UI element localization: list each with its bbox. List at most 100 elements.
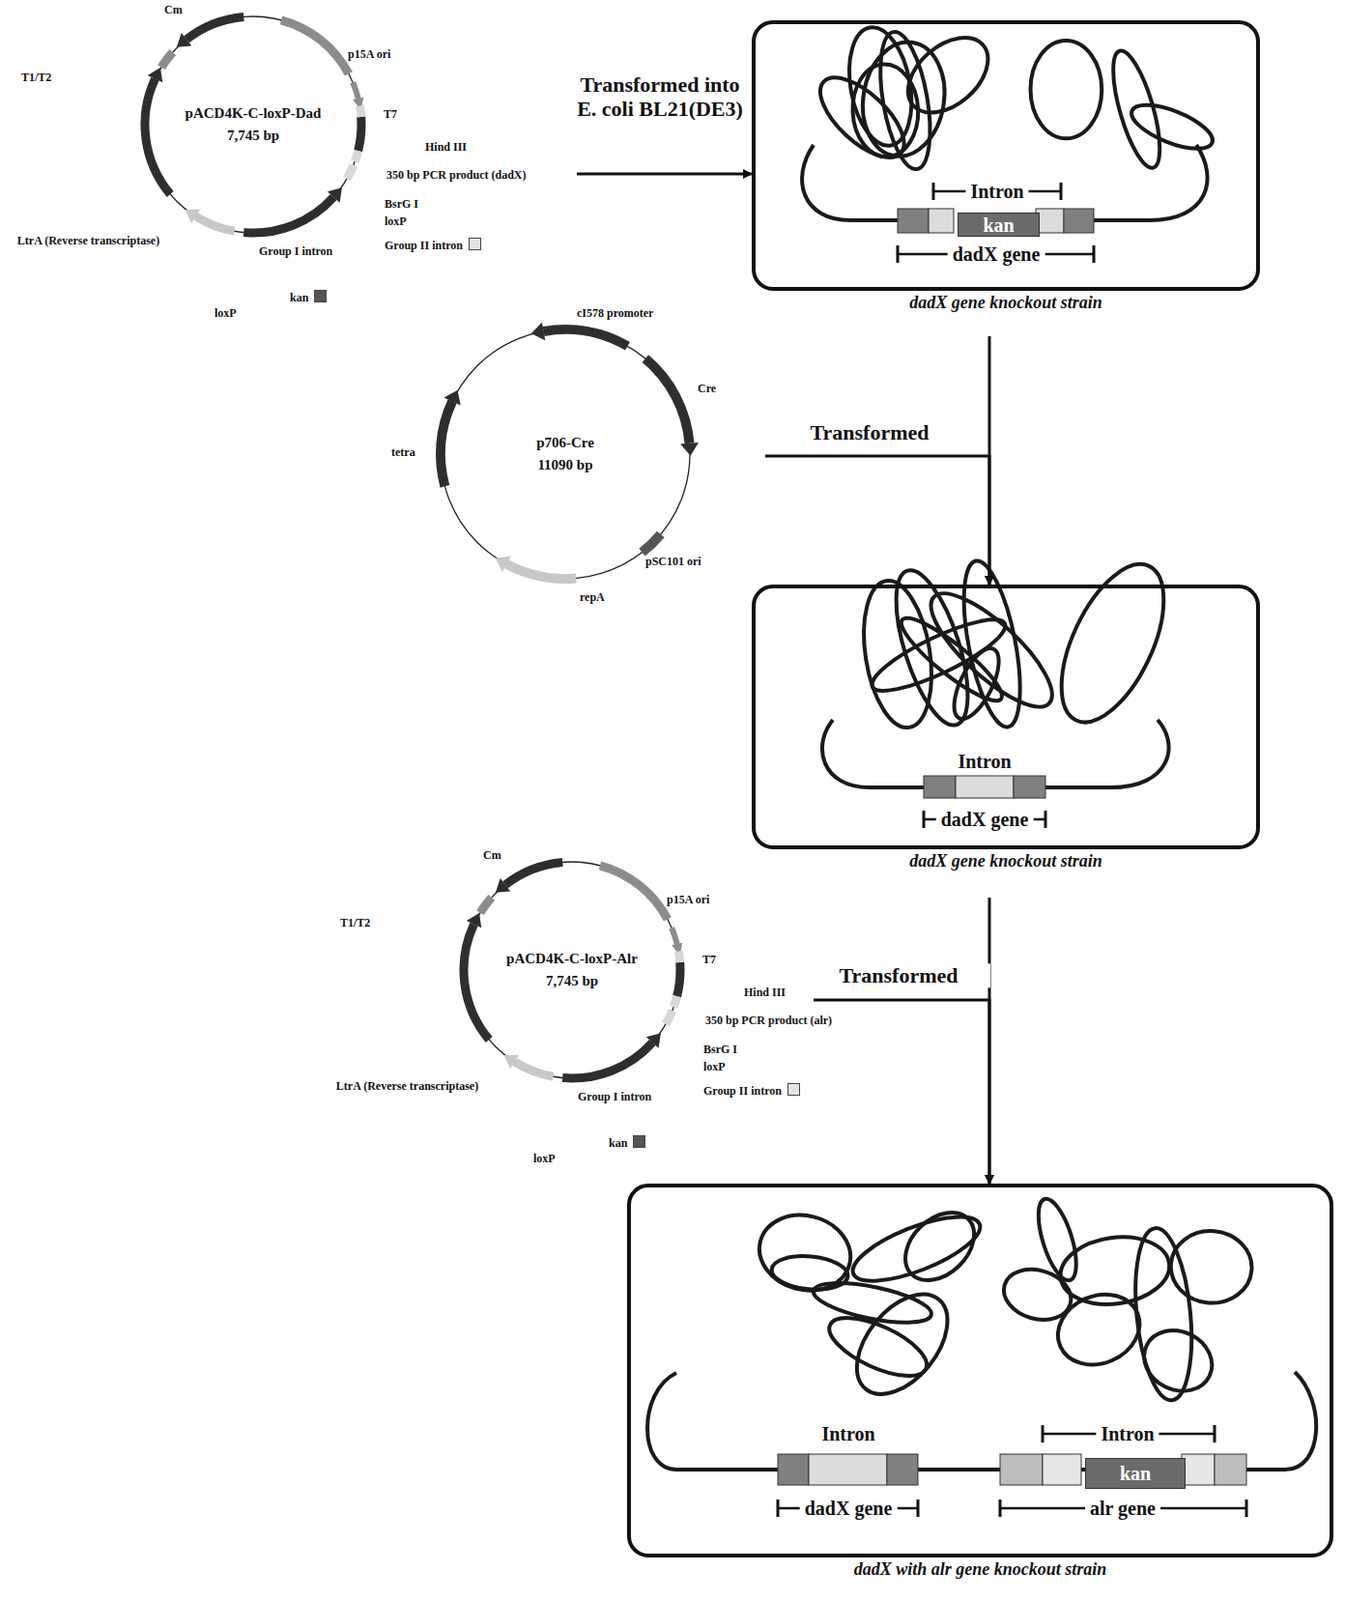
feature-label: Group I intron bbox=[258, 245, 333, 259]
plasmid-circle: pACD4K-C-loxP-Alr7,745 bp bbox=[463, 861, 681, 1079]
chromosome-loop bbox=[1040, 548, 1185, 738]
legend-text: Group II intron bbox=[384, 238, 463, 253]
plasmid-circle: pACD4K-C-loxP-Dad 7,745 bp bbox=[144, 16, 362, 233]
chromosome-loop bbox=[854, 575, 942, 733]
gene-label: dadX gene bbox=[936, 808, 1034, 830]
legend-item: kan bbox=[289, 289, 327, 306]
legend-text: kan bbox=[608, 1136, 628, 1150]
gene-segment bbox=[808, 1454, 888, 1486]
plasmid-feature bbox=[196, 216, 235, 231]
feature-label: 350 bp PCR product (dadX) bbox=[386, 169, 526, 183]
feature-label: T1/T2 bbox=[21, 71, 52, 86]
feature-label: loxP bbox=[384, 215, 407, 229]
plasmid-feature bbox=[359, 106, 361, 118]
plasmid-name: pACD4K-C-loxP-Alr bbox=[506, 950, 638, 968]
legend-item: Group II intron bbox=[384, 237, 482, 254]
feature-label: Hind III bbox=[425, 141, 467, 155]
gene-segment bbox=[928, 208, 954, 233]
gene-segment bbox=[1214, 1454, 1247, 1486]
gene-segment bbox=[923, 775, 956, 799]
feature-label: Cm bbox=[164, 3, 183, 18]
chromosome-line bbox=[1045, 719, 1170, 788]
feature-label: cI578 promoter bbox=[576, 307, 654, 321]
plasmid-arrowhead bbox=[531, 322, 545, 342]
plasmid-arrowhead bbox=[495, 878, 512, 893]
plasmid-feature bbox=[186, 16, 244, 39]
gene-segment bbox=[955, 775, 1014, 799]
legend-swatch bbox=[468, 237, 482, 251]
plasmid-feature bbox=[506, 564, 576, 579]
chromosome-line bbox=[801, 144, 898, 221]
gene-segment bbox=[1063, 208, 1094, 233]
plasmid-feature bbox=[543, 329, 629, 346]
bracket-tick bbox=[1213, 1425, 1217, 1443]
feature-label: LtrA (Reverse transcriptase) bbox=[322, 1080, 492, 1094]
chromosome-line bbox=[822, 719, 924, 788]
gene-segment bbox=[777, 1454, 809, 1486]
plasmid-feature bbox=[645, 358, 690, 444]
feature-label: Group I intron bbox=[577, 1090, 652, 1105]
gene-label: dadX gene bbox=[800, 1497, 898, 1519]
chromosome-loop bbox=[892, 607, 1011, 711]
cell-box: dadX with alr gene knockout strainkan bbox=[627, 1183, 1334, 1558]
plasmid-feature bbox=[671, 927, 678, 945]
plasmid-backbone bbox=[144, 16, 362, 233]
plasmid-arrowhead bbox=[504, 1055, 520, 1070]
kan-cassette: kan bbox=[957, 212, 1040, 237]
legend-text: Group II intron bbox=[703, 1084, 782, 1098]
gene-segment bbox=[1181, 1454, 1215, 1486]
chromosome-loop bbox=[845, 1203, 988, 1294]
feature-label: repA bbox=[579, 591, 605, 605]
gene-segment bbox=[1035, 208, 1064, 233]
edge-label: Transformed into E. coli BL21(DE3) bbox=[568, 72, 752, 122]
gene-segment bbox=[1000, 1454, 1043, 1486]
kan-label: kan bbox=[982, 215, 1014, 235]
chromosome-loop bbox=[893, 23, 1002, 128]
plasmid-feature bbox=[480, 897, 492, 914]
bracket-tick bbox=[1245, 1499, 1249, 1517]
legend-swatch bbox=[787, 1083, 801, 1096]
kan-label: kan bbox=[1119, 1463, 1151, 1484]
plasmid-map bbox=[144, 16, 362, 233]
feature-label: 350 bp PCR product (alr) bbox=[705, 1014, 832, 1029]
plasmid-map bbox=[440, 329, 690, 579]
plasmid-feature bbox=[281, 20, 349, 75]
plasmid-arrowhead bbox=[147, 67, 163, 83]
legend-item: kan bbox=[608, 1135, 646, 1151]
plasmid-arrowhead bbox=[443, 390, 460, 406]
chromosome-loop bbox=[838, 1277, 966, 1411]
plasmid-backbone bbox=[440, 329, 690, 579]
edge-label: Transformed bbox=[777, 420, 962, 445]
plasmid-feature bbox=[161, 52, 173, 68]
plasmid-feature bbox=[243, 197, 334, 233]
chromosome-line bbox=[1093, 144, 1208, 221]
plasmid-feature bbox=[358, 116, 362, 151]
bracket-tick bbox=[922, 810, 926, 829]
gene-label: Intron bbox=[816, 1423, 880, 1445]
plasmid-feature bbox=[600, 865, 668, 920]
gene-segment bbox=[1013, 775, 1046, 799]
strain-caption: dadX gene knockout strain bbox=[909, 292, 1103, 314]
plasmid-feature bbox=[665, 1010, 673, 1025]
strain-caption: dadX gene knockout strain bbox=[909, 851, 1103, 872]
bracket-tick bbox=[1059, 182, 1063, 201]
plasmid-name: pACD4K-C-loxP-Dad bbox=[185, 105, 322, 122]
plasmid-arrowhead bbox=[680, 442, 699, 457]
legend-swatch bbox=[632, 1135, 646, 1148]
bracket-tick bbox=[1044, 810, 1048, 829]
feature-label: LtrA (Reverse transcriptase) bbox=[3, 234, 173, 249]
gene-label: Intron bbox=[952, 750, 1016, 773]
chromosome-loop bbox=[1030, 40, 1102, 140]
feature-label: Cm bbox=[483, 849, 502, 863]
gene-segment bbox=[887, 1454, 918, 1486]
feature-label: tetra bbox=[391, 446, 416, 460]
plasmid-size: 11090 bp bbox=[537, 457, 593, 474]
plasmid-size: 7,745 bp bbox=[227, 127, 280, 144]
chromosome-loop bbox=[1125, 96, 1218, 159]
feature-label: Hind III bbox=[744, 986, 786, 1001]
plasmid-feature bbox=[346, 165, 354, 179]
bracket-tick bbox=[999, 1499, 1002, 1517]
